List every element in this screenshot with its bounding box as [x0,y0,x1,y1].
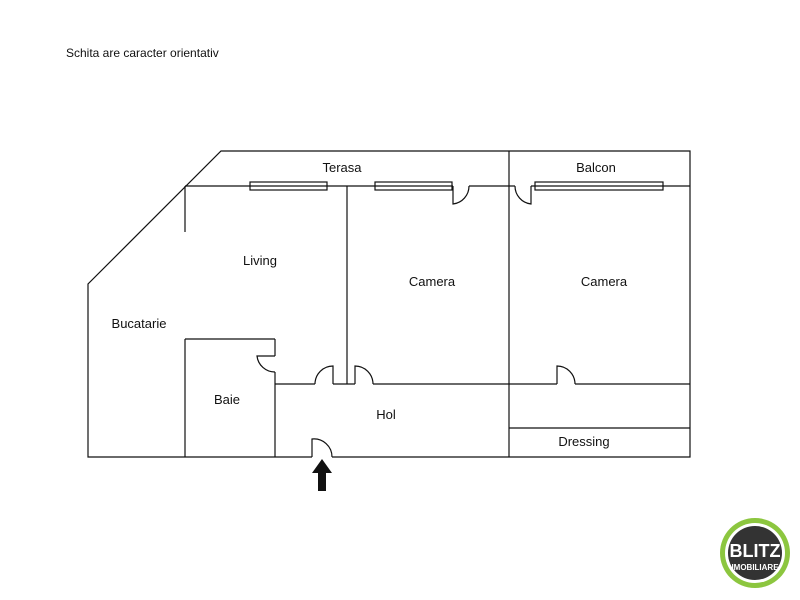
door-swing [514,185,532,205]
room-label-terasa: Terasa [322,160,362,175]
blitz-logo: BLITZ IMOBILIARE [720,518,790,588]
door-swing [256,355,276,373]
entrance-arrow-icon [312,459,332,491]
room-label-camera-2: Camera [581,274,628,289]
room-label-camera-1: Camera [409,274,456,289]
room-label-living: Living [243,253,277,268]
room-label-balcon: Balcon [576,160,616,175]
door-swing [314,365,334,385]
door-swing [452,185,470,205]
room-label-baie: Baie [214,392,240,407]
room-label-dressing: Dressing [558,434,609,449]
door-swing [354,365,374,385]
logo-line2: IMOBILIARE [731,563,779,572]
disclaimer-note: Schita are caracter orientativ [66,46,219,60]
entrance-door-swing [311,438,333,458]
room-label-hol: Hol [376,407,396,422]
door-swing [556,365,576,385]
room-label-bucatarie: Bucatarie [112,316,167,331]
outer-wall [87,150,691,458]
logo-line1: BLITZ [730,541,781,561]
